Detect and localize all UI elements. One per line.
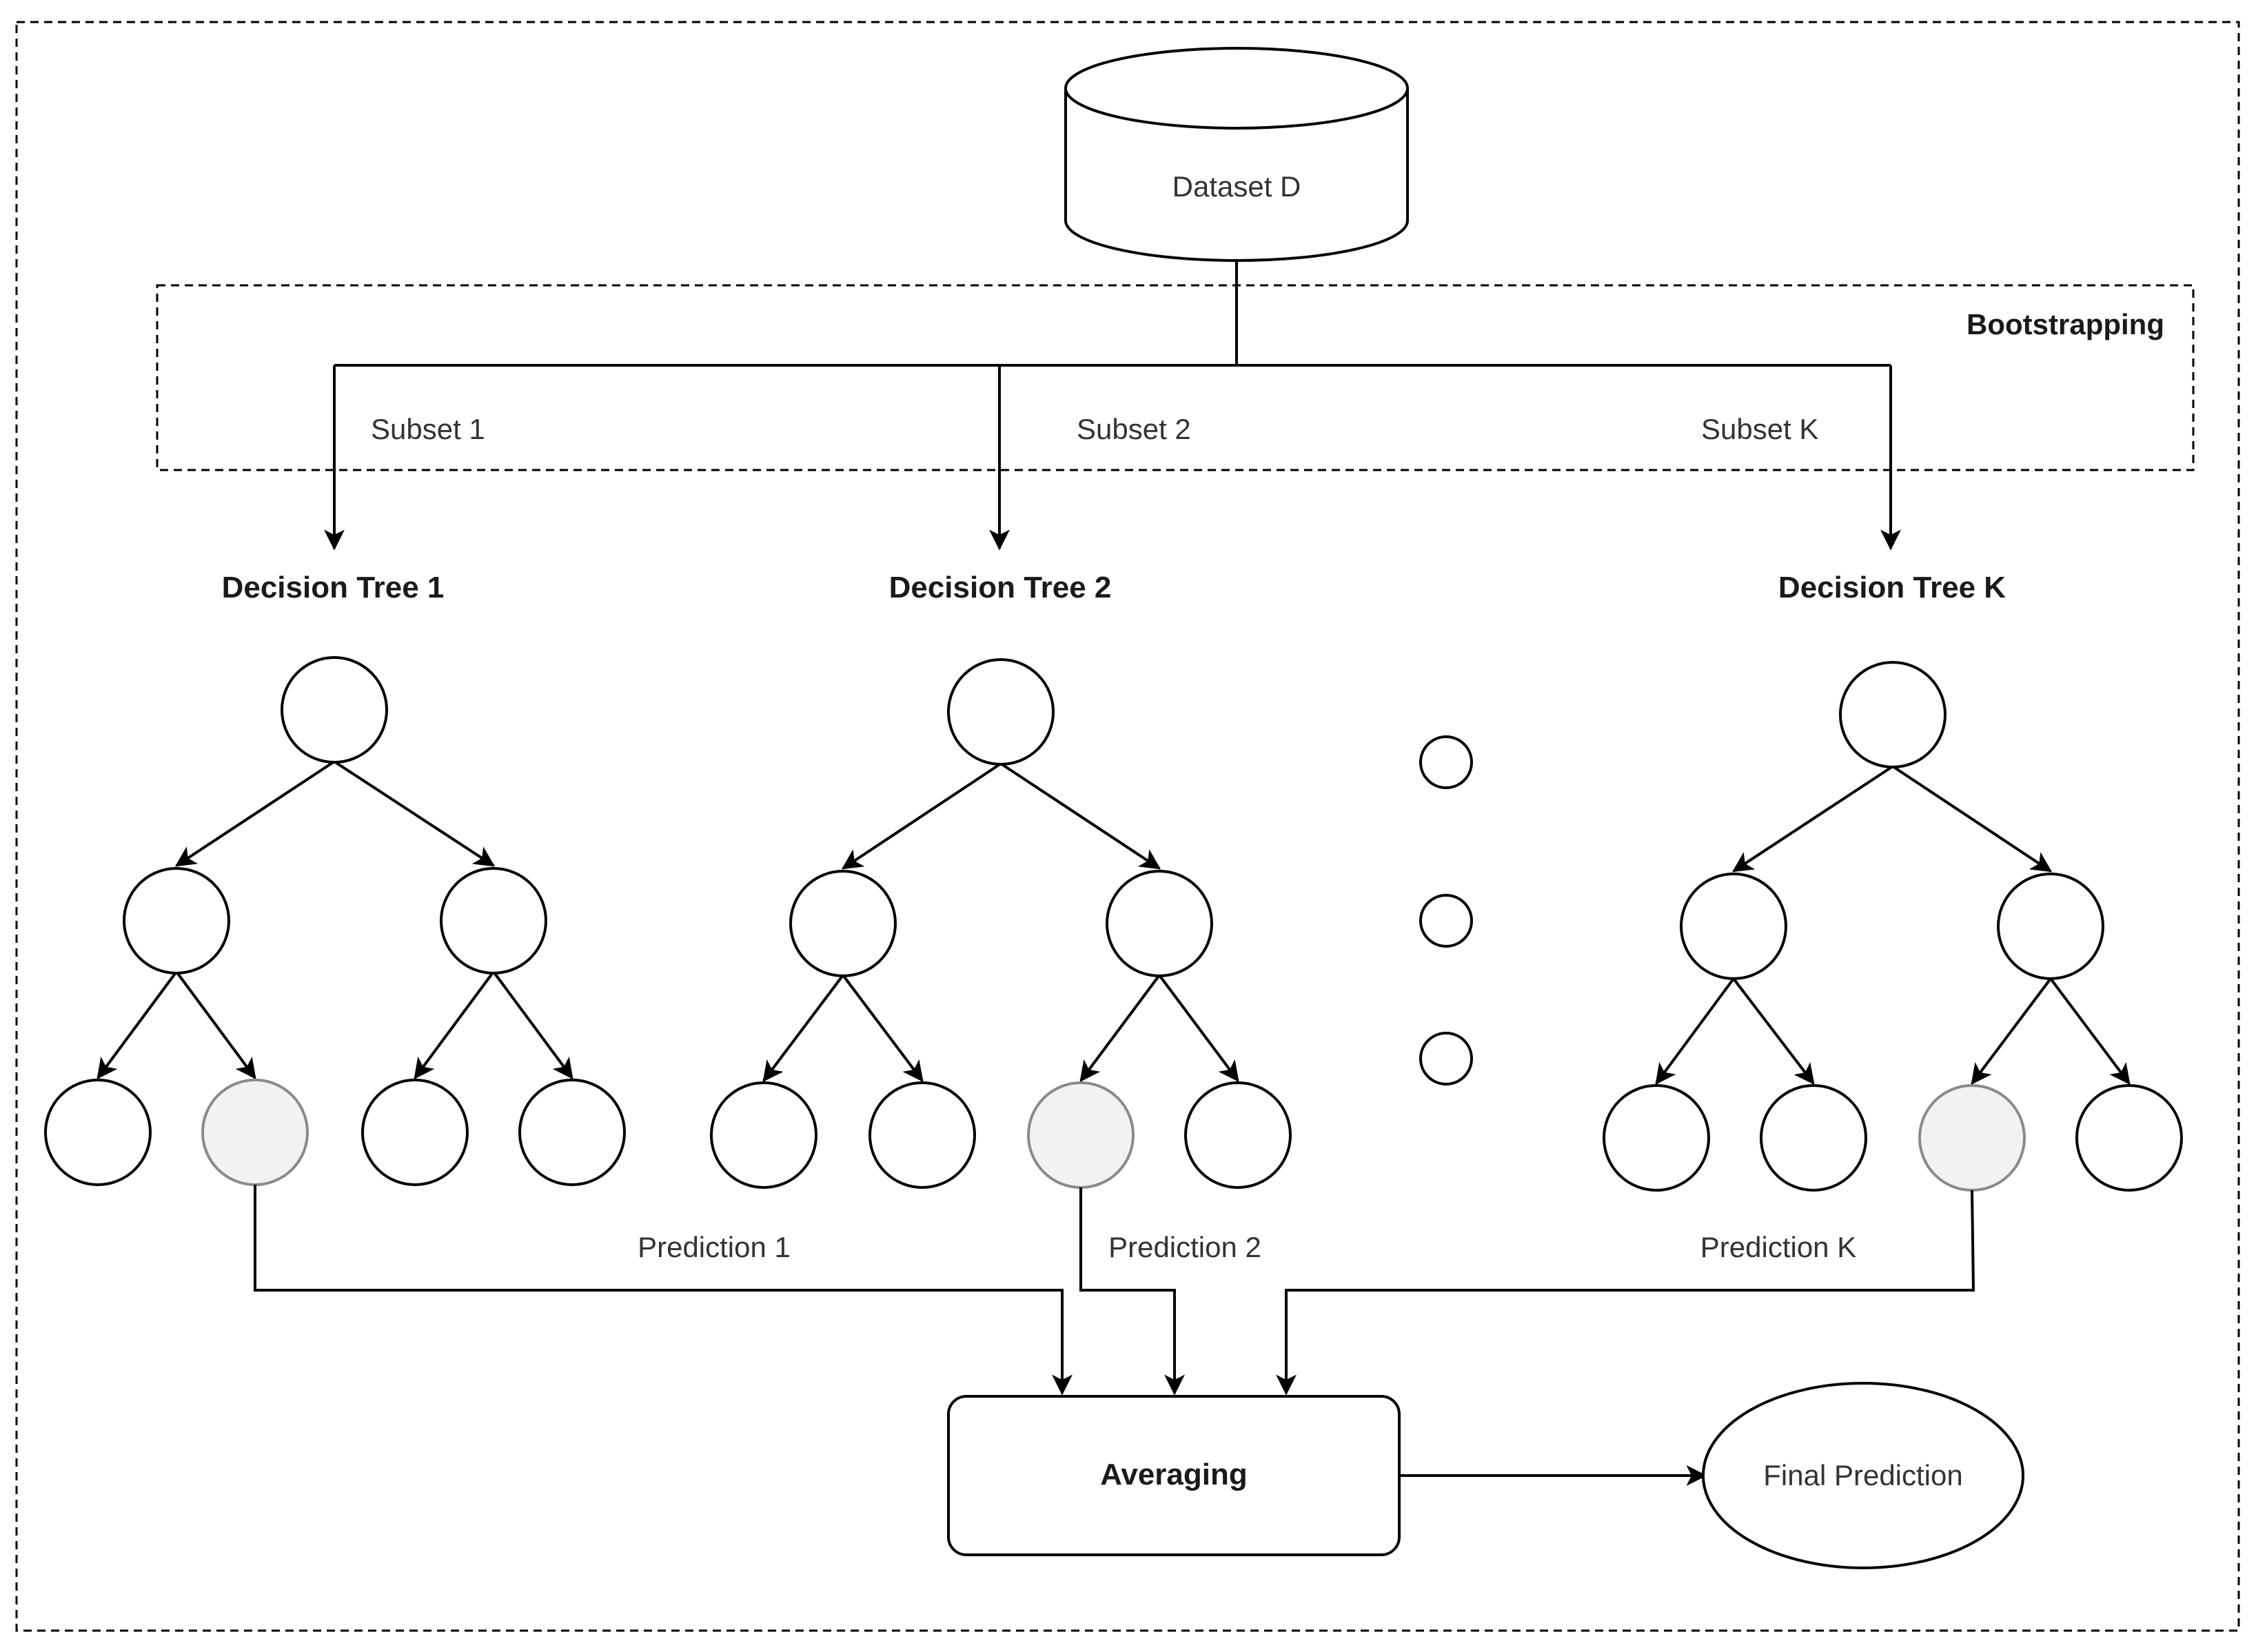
tree-leaf bbox=[1184, 1081, 1292, 1189]
subset-k-label: Subset K bbox=[1701, 413, 1818, 445]
subset-1-label: Subset 1 bbox=[371, 413, 485, 445]
prediction-k-label: Prediction K bbox=[1700, 1231, 1856, 1263]
tree-leaf bbox=[361, 1079, 469, 1186]
subset-2-label: Subset 2 bbox=[1077, 413, 1191, 445]
tree-node bbox=[440, 867, 547, 975]
bootstrap-connectors bbox=[324, 261, 1901, 551]
tree-leaf bbox=[1603, 1084, 1710, 1192]
bootstrapping-region bbox=[156, 284, 2195, 471]
dataset-label: Dataset D bbox=[1172, 170, 1301, 203]
prediction-connectors bbox=[254, 1185, 1975, 1396]
tree-1-title: Decision Tree 1 bbox=[222, 571, 445, 604]
ellipsis-dots bbox=[1419, 735, 1473, 1085]
prediction-2-label: Prediction 2 bbox=[1108, 1231, 1261, 1263]
tree-node bbox=[789, 870, 897, 977]
final-prediction-label: Final Prediction bbox=[1763, 1459, 1962, 1491]
decision-tree-2 bbox=[710, 658, 1292, 1189]
outer-frame bbox=[15, 21, 2240, 1632]
final-prediction-node: Final Prediction bbox=[1702, 1382, 2024, 1569]
tree-leaf bbox=[1760, 1084, 1867, 1192]
tree-node bbox=[281, 656, 388, 764]
selected-leaf bbox=[201, 1079, 309, 1186]
averaging-box: Averaging bbox=[947, 1395, 1401, 1556]
tree-leaf bbox=[2075, 1084, 2183, 1192]
tree-node bbox=[1680, 873, 1787, 980]
tree-node bbox=[1106, 870, 1213, 977]
dataset-cylinder: Dataset D bbox=[1064, 47, 1409, 262]
averaging-label: Averaging bbox=[1100, 1458, 1248, 1491]
tree-leaf bbox=[44, 1079, 152, 1186]
tree-leaf bbox=[868, 1081, 976, 1189]
decision-tree-k bbox=[1603, 661, 2183, 1192]
tree-k-title: Decision Tree K bbox=[1778, 571, 2006, 604]
bootstrapping-label: Bootstrapping bbox=[1967, 308, 2164, 340]
tree-node bbox=[947, 658, 1055, 766]
selected-leaf bbox=[1027, 1081, 1135, 1189]
decision-tree-1 bbox=[44, 656, 626, 1186]
tree-node bbox=[1839, 661, 1947, 768]
tree-node bbox=[123, 867, 230, 975]
tree-leaf bbox=[518, 1079, 626, 1186]
tree-node bbox=[1997, 873, 2104, 980]
tree-leaf bbox=[710, 1081, 817, 1189]
prediction-1-label: Prediction 1 bbox=[638, 1231, 791, 1263]
tree-2-title: Decision Tree 2 bbox=[889, 571, 1112, 604]
selected-leaf bbox=[1918, 1084, 2026, 1192]
